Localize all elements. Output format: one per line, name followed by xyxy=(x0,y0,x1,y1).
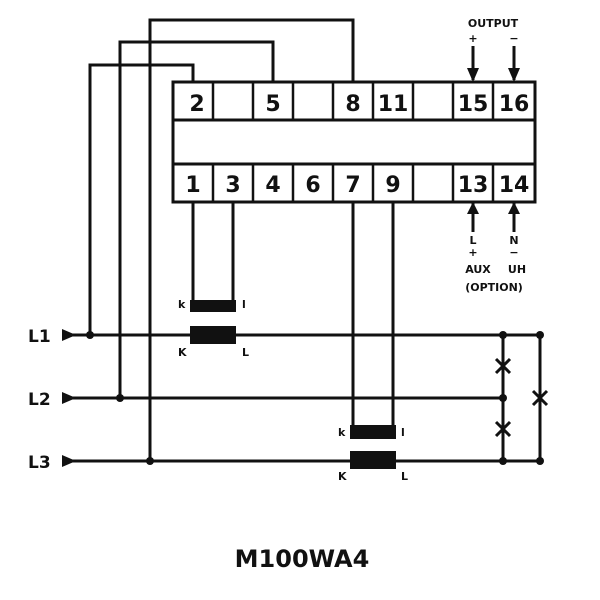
option-text: (OPTION) xyxy=(465,281,523,294)
ct1-l-bottom: L xyxy=(242,346,249,359)
terminal-5: 5 xyxy=(265,92,280,117)
terminal-9: 9 xyxy=(385,173,400,198)
uh-text: UH xyxy=(508,263,526,276)
phase-lines: L1 L2 L3 xyxy=(28,327,540,473)
aux-connection: L N + − AUX UH (OPTION) xyxy=(465,202,526,294)
terminal-2: 2 xyxy=(189,92,204,117)
ct2-l-bottom: L xyxy=(401,470,408,483)
terminal-14: 14 xyxy=(499,173,530,198)
ct1-l-top: l xyxy=(242,298,246,311)
terminal-1: 1 xyxy=(185,173,200,198)
terminal-15: 15 xyxy=(458,92,489,117)
terminal-3: 3 xyxy=(225,173,240,198)
load-side xyxy=(494,331,549,465)
aux-minus: − xyxy=(509,246,518,259)
aux-l: L xyxy=(469,234,476,247)
diagram-title: M100WA4 xyxy=(235,545,370,573)
ct2-k-top: k xyxy=(338,426,346,439)
ct1-k-bottom: K xyxy=(178,346,187,359)
aux-plus: + xyxy=(468,246,477,259)
output-label: OUTPUT xyxy=(468,17,519,30)
ct2-k-bottom: K xyxy=(338,470,347,483)
line-l2-label: L2 xyxy=(28,390,51,410)
terminal-11: 11 xyxy=(378,92,409,117)
aux-text: AUX xyxy=(465,263,491,276)
output-minus: − xyxy=(509,32,518,45)
terminal-8: 8 xyxy=(345,92,360,117)
current-transformer-l1: k l K L xyxy=(178,202,249,359)
line-l1-label: L1 xyxy=(28,327,51,347)
output-plus: + xyxy=(468,32,477,45)
terminal-block: 2 5 8 11 15 16 1 3 4 6 7 9 13 14 xyxy=(171,80,537,204)
ct1-k-top: k xyxy=(178,298,186,311)
terminal-13: 13 xyxy=(458,173,489,198)
terminal-4: 4 xyxy=(265,173,280,198)
terminal-16: 16 xyxy=(499,92,530,117)
ct2-l-top: l xyxy=(401,426,405,439)
output-connection: OUTPUT + − xyxy=(467,17,520,82)
terminal-7: 7 xyxy=(345,173,360,198)
line-l3-label: L3 xyxy=(28,453,51,473)
aux-n: N xyxy=(509,234,518,247)
current-transformer-l3: k l K L xyxy=(338,202,408,483)
terminal-6: 6 xyxy=(305,173,320,198)
voltage-wires xyxy=(86,18,355,465)
